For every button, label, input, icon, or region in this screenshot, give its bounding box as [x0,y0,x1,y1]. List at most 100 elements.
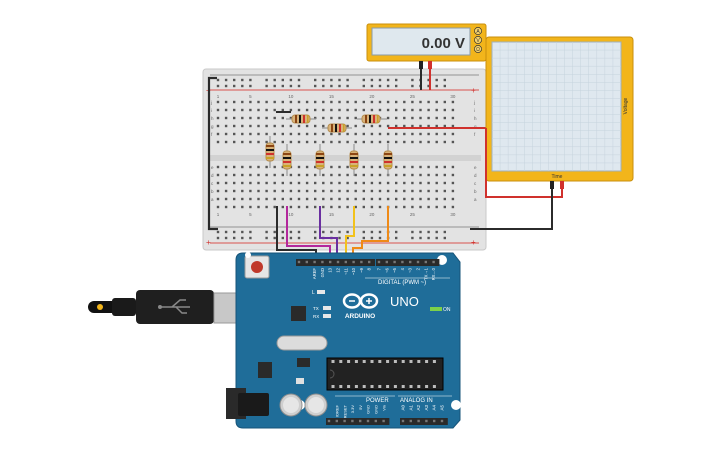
header-pin[interactable] [305,260,308,264]
wire-orange-pin[interactable] [352,206,389,264]
wire-yellow-pin[interactable] [345,206,355,264]
header-pin[interactable] [336,260,340,264]
power-pin-label: 3.3V [350,405,355,414]
header-pin[interactable] [344,260,347,264]
header-pin[interactable] [382,419,385,423]
row-number: 30 [450,212,456,217]
column-letter: e [474,165,477,170]
voltage-regulator [258,362,272,378]
column-letter: f [474,132,476,137]
power-pin-label: IOREF [335,404,340,417]
resistor-v5[interactable] [383,144,393,176]
header-pin[interactable] [424,260,427,264]
header-pin[interactable] [352,260,355,264]
digital-header-label: DIGITAL (PWM ~) [378,280,426,286]
usb-symbol-icon [158,299,190,314]
header-pin[interactable] [368,260,371,264]
header-pin[interactable] [385,260,388,264]
header-pin[interactable] [297,260,301,264]
rail-plus-label-tr: + [471,86,476,95]
scope-black-terminal[interactable] [550,181,554,189]
mount-hole-tr [437,255,447,265]
column-letter: i [211,108,212,113]
digital-pin-label: 2 [416,267,421,270]
power-led [430,307,442,311]
digital-pin-label: ~10 [351,267,356,275]
header-pin[interactable] [366,419,370,423]
analog-pin-label: A3 [424,405,429,411]
header-pin[interactable] [374,419,377,423]
header-pin[interactable] [425,419,428,423]
probe-black-terminal[interactable] [419,61,423,69]
resistor-h1[interactable] [286,114,316,124]
multimeter[interactable]: 0.00 V AVΩ [366,23,487,90]
digital-pin-label: ~3 [408,267,413,272]
led-tx-label: TX [313,306,319,311]
column-letter: b [211,189,214,194]
scope-red-terminal[interactable] [560,181,564,189]
resistor-h3[interactable] [357,114,387,124]
column-letter: j [473,100,475,105]
header-pin[interactable] [417,419,420,423]
header-pin[interactable] [321,260,324,264]
crystal-oscillator [276,335,328,351]
breadboard-wires [276,111,486,129]
digital-pin-label: 13 [328,267,333,272]
header-pin[interactable] [432,260,435,264]
mode-button-label: Ω [476,47,480,53]
resistor-v3[interactable] [315,144,325,176]
header-pin[interactable] [351,419,354,423]
header-pin[interactable] [377,260,381,264]
capacitor-1 [279,393,303,417]
wire-black-gnd-rail[interactable] [207,76,218,231]
digital-pin-label: TX→1 [423,267,428,280]
header-pin[interactable] [433,419,436,423]
rail-plus-label-bl: + [206,238,211,247]
mode-button-label: V [476,38,480,44]
header-pin[interactable] [327,419,331,423]
resistor-v1[interactable] [265,136,275,168]
column-letter: g [211,124,214,129]
scope-black-lead[interactable] [470,189,553,230]
header-pin[interactable] [329,260,332,264]
resistor-v2[interactable] [282,144,292,176]
digital-header[interactable] [296,259,440,266]
header-pin[interactable] [416,260,420,264]
oscilloscope[interactable]: Voltage Time [470,36,634,230]
digital-pin-label: RX←0 [431,267,436,280]
header-pin[interactable] [359,419,362,423]
probe-red-terminal[interactable] [428,61,432,69]
digital-pin-label: 7 [377,267,382,270]
mode-button[interactable] [474,27,482,35]
header-pin[interactable] [401,419,405,423]
resistor-v4[interactable] [349,144,359,176]
header-pin[interactable] [335,419,338,423]
header-pin[interactable] [360,260,363,264]
small-ic [297,358,310,367]
oscilloscope-grid [492,42,621,171]
rail-plus-label-br: + [471,238,476,247]
mode-button[interactable] [474,36,482,44]
header-pin[interactable] [401,260,404,264]
header-pin[interactable] [409,419,412,423]
analog-pin-label: A1 [408,405,413,411]
header-pin[interactable] [440,419,444,423]
column-letter: i [474,108,475,113]
cable-end-icon [97,304,103,310]
header-pin[interactable] [409,260,412,264]
bottom-headers[interactable] [326,418,448,425]
header-pin[interactable] [393,260,396,264]
wire-purple-pin[interactable] [319,206,338,264]
power-pin-label: GND [374,405,379,414]
mode-button[interactable] [474,45,482,53]
header-pin[interactable] [343,419,346,423]
row-number: 10 [288,94,294,99]
resistor-h2[interactable] [322,123,352,133]
header-pin[interactable] [313,260,316,264]
power-pin-label: Vin [381,405,386,411]
scope-red-lead[interactable] [485,128,563,198]
